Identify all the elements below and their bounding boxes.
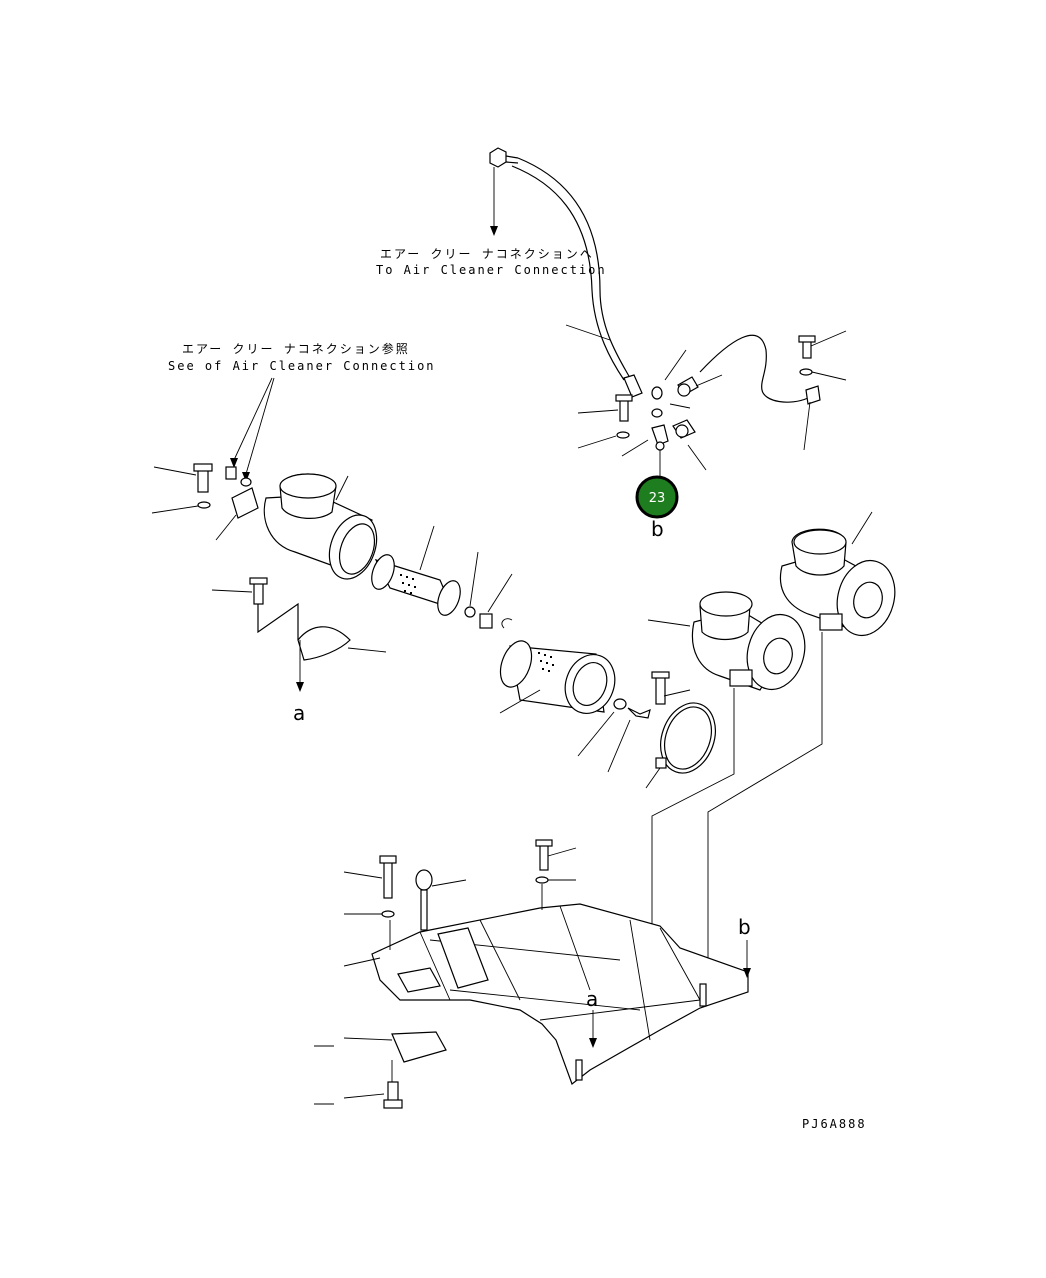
marker-a-upper: a xyxy=(293,701,305,725)
see-connection-jp: エアー クリー ナコネクション参照 xyxy=(182,341,410,356)
marker-b-lower: b xyxy=(738,915,751,939)
floor-frame xyxy=(371,903,749,1085)
badge-number: 23 xyxy=(649,491,666,506)
see-air-cleaner-callout: エアー クリー ナコネクション参照 See of Air Cleaner Con… xyxy=(168,341,436,482)
clamp-band xyxy=(577,671,716,789)
marker-a-lower: a xyxy=(586,987,598,1011)
leader-lines xyxy=(651,632,823,1020)
drawing-code: PJ6A888 xyxy=(802,1117,867,1131)
marker-b-upper: b xyxy=(651,517,664,541)
indicator-hardware xyxy=(577,330,847,478)
mounting-bracket xyxy=(211,577,387,692)
left-air-cleaner xyxy=(151,463,616,714)
right-air-cleaner-rear xyxy=(779,511,896,637)
floor-hardware xyxy=(314,839,577,1109)
lower-markers xyxy=(589,940,751,1048)
to-air-cleaner-callout: エアー クリー ナコネクションへ To Air Cleaner Connecti… xyxy=(376,247,607,277)
right-air-cleaner-front xyxy=(647,591,806,691)
air-hose-assembly xyxy=(489,147,643,398)
reference-badge[interactable]: 23 xyxy=(635,475,679,519)
to-connection-jp: エアー クリー ナコネクションへ xyxy=(380,247,594,261)
to-connection-en: To Air Cleaner Connection xyxy=(376,263,607,277)
see-connection-en: See of Air Cleaner Connection xyxy=(168,359,436,373)
